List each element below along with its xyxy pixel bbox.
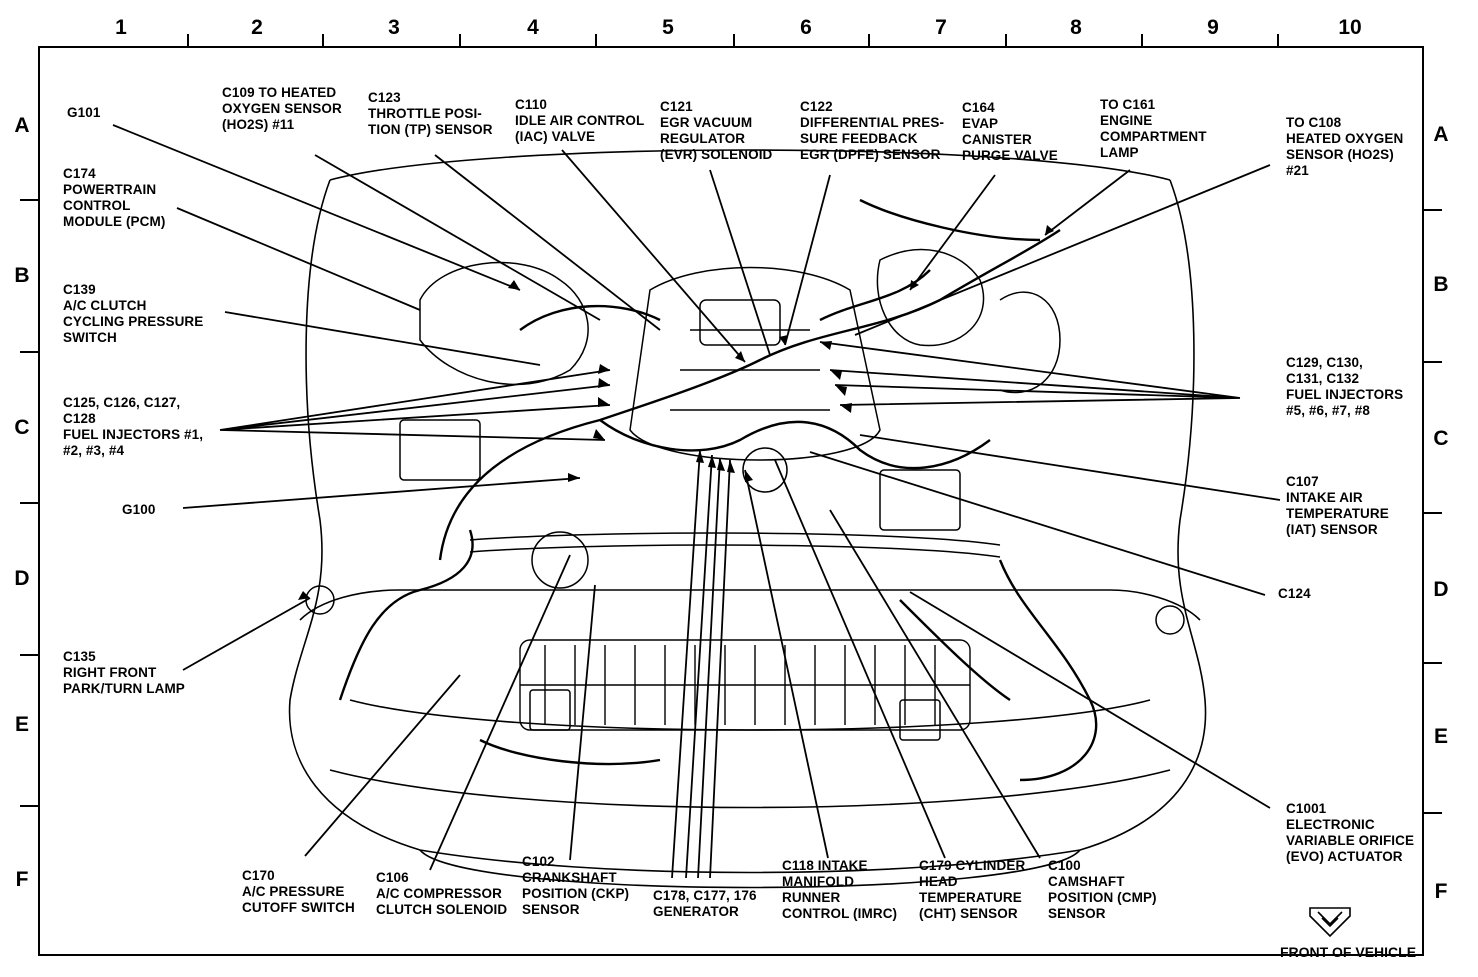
label-c109: C109 TO HEATED OXYGEN SENSOR (HO2S) #11	[222, 85, 342, 132]
label-c139: C139 A/C CLUTCH CYCLING PRESSURE SWITCH	[63, 282, 204, 345]
label-c124: C124	[1278, 586, 1311, 601]
column-label: 1	[115, 16, 127, 39]
label-c122: C122 DIFFERENTIAL PRES- SURE FEEDBACK EG…	[800, 99, 945, 162]
label-c100: C100 CAMSHAFT POSITION (CMP) SENSOR	[1048, 858, 1157, 921]
row-label-right: A	[1433, 123, 1449, 146]
row-label-right: D	[1433, 578, 1449, 601]
label-c102: C102 CRANKSHAFT POSITION (CKP) SENSOR	[522, 854, 630, 917]
label-c174: C174 POWERTRAIN CONTROL MODULE (PCM)	[63, 166, 166, 229]
front-arrow-icon	[1309, 907, 1351, 938]
leader-lines	[112, 124, 1281, 879]
label-c1001: C1001 ELECTRONIC VARIABLE ORIFICE (EVO) …	[1286, 801, 1415, 864]
label-c178: C178, C177, 176 GENERATOR	[653, 888, 757, 919]
column-label: 8	[1070, 16, 1082, 39]
row-ticks-left	[20, 199, 38, 807]
label-c121: C121 EGR VACUUM REGULATOR (EVR) SOLENOID	[660, 99, 773, 162]
row-label-right: B	[1433, 273, 1449, 296]
label-c110: C110 IDLE AIR CONTROL (IAC) VALVE	[515, 97, 645, 144]
label-c161: TO C161 ENGINE COMPARTMENT LAMP	[1100, 97, 1207, 160]
row-ticks-right	[1424, 209, 1442, 814]
label-c164: C164 EVAP CANISTER PURGE VALVE	[962, 100, 1058, 163]
column-label: 5	[662, 16, 674, 39]
diagram-frame	[38, 46, 1424, 956]
label-c106: C106 A/C COMPRESSOR CLUTCH SOLENOID	[376, 870, 508, 917]
column-ticks	[187, 34, 1279, 46]
row-label-left: D	[14, 567, 30, 590]
column-label: 6	[800, 16, 812, 39]
column-label: 2	[251, 16, 263, 39]
row-label-right: C	[1433, 427, 1449, 450]
row-label-left: E	[14, 713, 29, 736]
column-label: 3	[388, 16, 400, 39]
column-label: 10	[1338, 16, 1362, 39]
wiring-harness	[338, 198, 1098, 782]
row-label-right: E	[1433, 725, 1448, 748]
row-label-left: B	[14, 264, 30, 287]
label-c179: C179 CYLINDER HEAD TEMPERATURE (CHT) SEN…	[919, 858, 1026, 921]
label-c123: C123 THROTTLE POSI- TION (TP) SENSOR	[368, 90, 493, 137]
column-label: 9	[1207, 16, 1219, 39]
label-c118: C118 INTAKE MANIFOLD RUNNER CONTROL (IMR…	[782, 858, 898, 921]
label-c125: C125, C126, C127, C128 FUEL INJECTORS #1…	[63, 395, 204, 458]
column-label: 7	[935, 16, 947, 39]
row-label-left: C	[14, 416, 30, 439]
row-label-left: A	[14, 114, 30, 137]
label-c135: C135 RIGHT FRONT PARK/TURN LAMP	[63, 649, 185, 696]
front-of-vehicle-label: FRONT OF VEHICLE	[1279, 944, 1417, 960]
label-c170: C170 A/C PRESSURE CUTOFF SWITCH	[242, 868, 355, 915]
label-g100: G100	[122, 502, 156, 517]
label-c129: C129, C130, C131, C132 FUEL INJECTORS #5…	[1286, 355, 1404, 418]
row-label-left: F	[15, 868, 29, 891]
grille	[519, 639, 971, 731]
label-c108: TO C108 HEATED OXYGEN SENSOR (HO2S) #21	[1286, 115, 1404, 178]
label-g101: G101	[67, 105, 101, 120]
column-label: 4	[527, 16, 539, 39]
row-label-right: F	[1434, 880, 1448, 903]
label-c107: C107 INTAKE AIR TEMPERATURE (IAT) SENSOR	[1286, 474, 1389, 537]
